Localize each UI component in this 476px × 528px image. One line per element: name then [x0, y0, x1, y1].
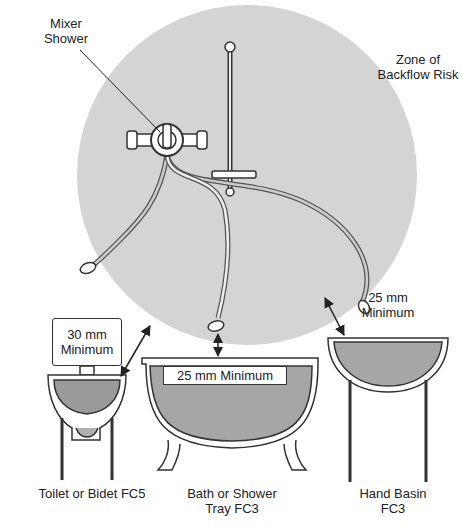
zone-label: Zone of Backflow Risk: [370, 52, 466, 82]
cistern-box: 30 mm Minimum: [52, 318, 122, 366]
fixture-caption: Hand Basin FC3: [352, 486, 434, 516]
dimension-arrows: [121, 298, 344, 376]
dimension-label: 30 mm Minimum: [57, 327, 117, 357]
shower-rail: [212, 42, 256, 196]
basin-symbol: [328, 338, 448, 482]
toilet-symbol: [48, 366, 126, 480]
fixture-caption: Bath or Shower Tray FC3: [176, 486, 288, 516]
backflow-zone: [77, 5, 417, 345]
mixer-valve: [127, 124, 207, 156]
leader-line: [80, 50, 160, 132]
part-label: Mixer Shower: [38, 16, 94, 46]
shower-hoses: [92, 155, 367, 318]
dimension-label: 25 mm Minimum: [163, 366, 287, 385]
shower-heads: [79, 261, 372, 333]
dimension-label: 25 mm Minimum: [357, 290, 419, 320]
bath-symbol: [142, 358, 318, 470]
fixture-caption: Toilet or Bidet FC5: [36, 486, 148, 501]
